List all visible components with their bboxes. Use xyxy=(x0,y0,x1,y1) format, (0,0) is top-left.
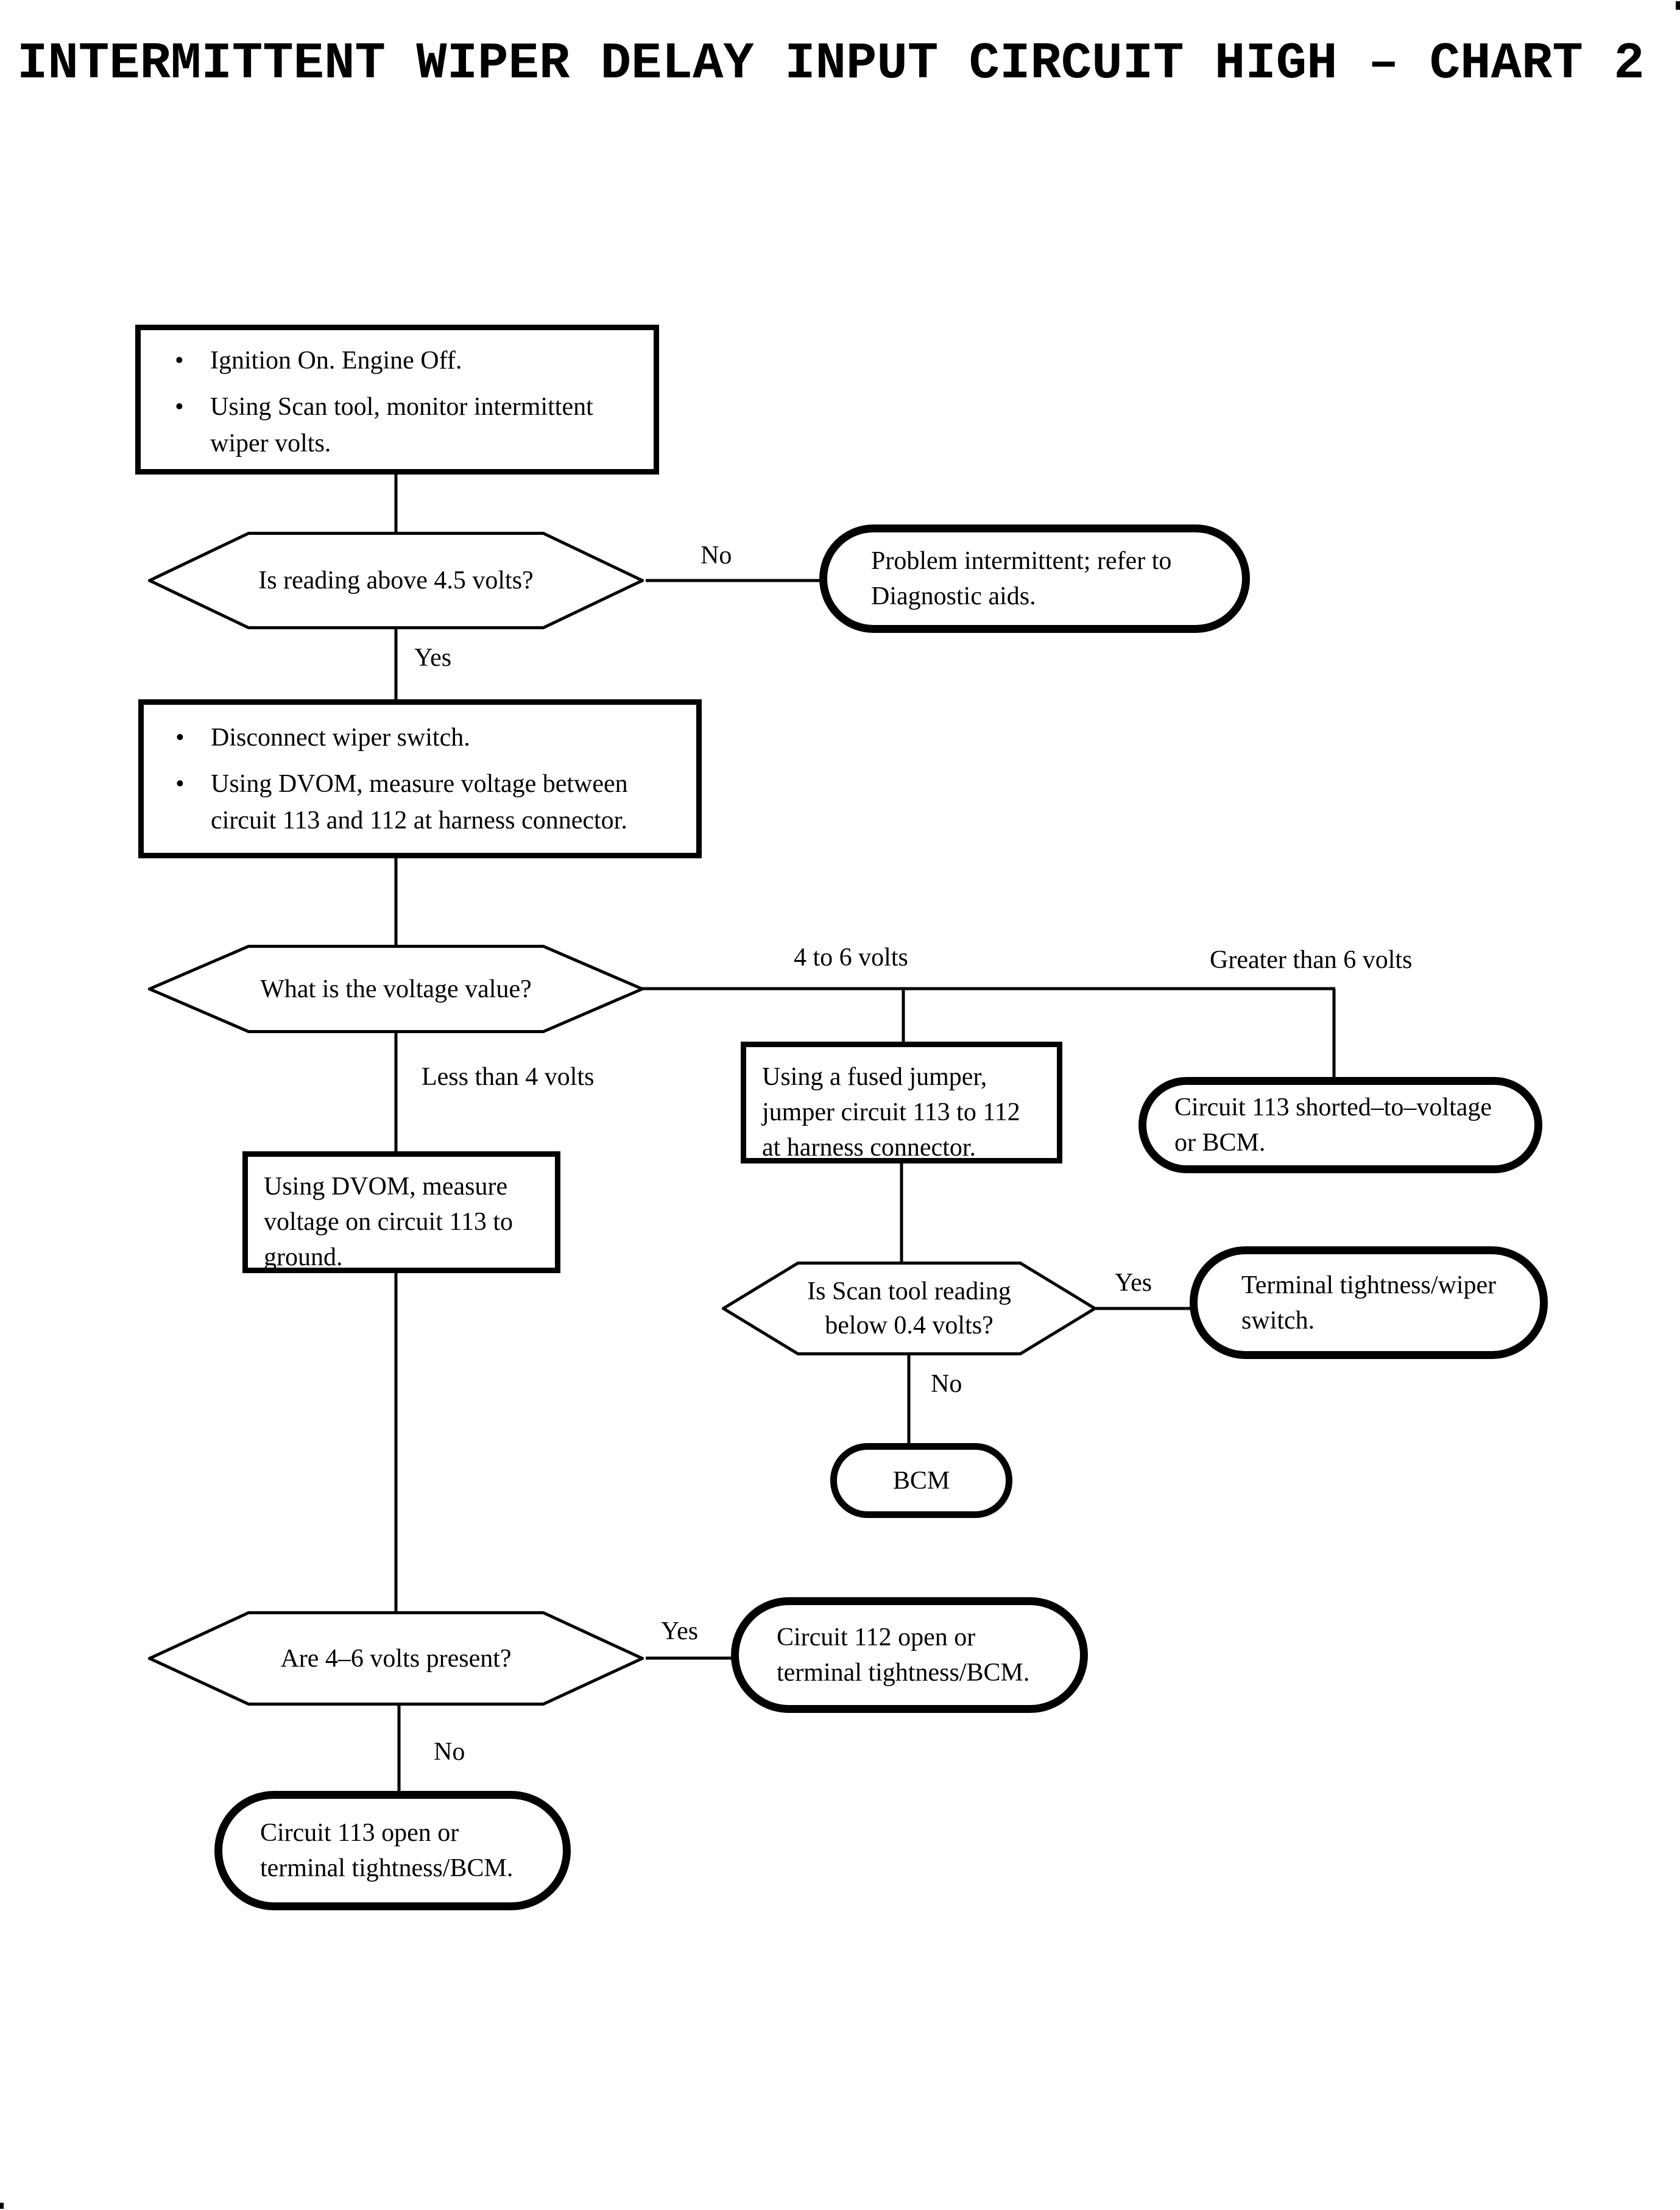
bullet-icon: • xyxy=(175,724,185,752)
edge-label-yes: Yes xyxy=(414,644,452,672)
terminator-text: switch. xyxy=(1241,1306,1315,1335)
edge-label-yes: Yes xyxy=(661,1617,699,1645)
process-text: Using DVOM, measure voltage between xyxy=(211,770,628,798)
terminator-text: or BCM. xyxy=(1174,1129,1266,1157)
decision-4-6-volts-present: Are 4–6 volts present? xyxy=(148,1611,644,1706)
process-text: Using Scan tool, monitor intermittent xyxy=(210,393,593,421)
bullet-item: • Disconnect wiper switch. xyxy=(169,719,688,756)
process-text: Using a fused jumper, xyxy=(762,1063,987,1091)
terminator-text: Problem intermittent; refer to xyxy=(871,547,1172,575)
bullet-item: • Using DVOM, measure voltage between ci… xyxy=(169,766,688,839)
decision-hexagon-shape xyxy=(148,532,644,629)
scan-artifact xyxy=(0,2203,4,2209)
terminator-text: Circuit 112 open or xyxy=(777,1623,976,1651)
decision-text: Is Scan tool reading xyxy=(807,1277,1011,1305)
terminator-circuit-113-open: Circuit 113 open or terminal tightness/B… xyxy=(214,1791,571,1910)
decision-scan-below-0-4-volts: Is Scan tool reading below 0.4 volts? xyxy=(722,1262,1096,1355)
terminator-terminal-tightness-wiper: Terminal tightness/wiper switch. xyxy=(1190,1246,1548,1359)
terminator-text: terminal tightness/BCM. xyxy=(260,1854,514,1882)
process-dvom-ground-box: Using DVOM, measure voltage on circuit 1… xyxy=(242,1151,560,1273)
decision-reading-above-4-5-volts: Is reading above 4.5 volts? xyxy=(148,532,644,629)
edge-label-no: No xyxy=(434,1738,465,1766)
edge-label-4-to-6-volts: 4 to 6 volts xyxy=(794,944,908,972)
page-title: INTERMITTENT WIPER DELAY INPUT CIRCUIT H… xyxy=(17,35,1645,93)
decision-hexagon-shape xyxy=(148,1611,644,1706)
process-text: wiper volts. xyxy=(210,429,331,457)
decision-text: Is reading above 4.5 volts? xyxy=(258,567,534,595)
decision-voltage-value: What is the voltage value? xyxy=(148,945,644,1033)
process-text: ground. xyxy=(264,1243,343,1271)
process-ignition-on-box: • Ignition On. Engine Off. • Using Scan … xyxy=(135,325,659,475)
terminator-text: terminal tightness/BCM. xyxy=(777,1659,1030,1687)
process-text: Ignition On. Engine Off. xyxy=(210,347,462,375)
bullet-item: • Using Scan tool, monitor intermittent … xyxy=(169,389,645,462)
edge-label-no: No xyxy=(701,542,732,570)
terminator-problem-intermittent: Problem intermittent; refer to Diagnosti… xyxy=(819,524,1250,633)
edge-label-less-than-4-volts: Less than 4 volts xyxy=(422,1063,595,1091)
edge-label-greater-than-6-volts: Greater than 6 volts xyxy=(1210,946,1413,974)
bullet-icon: • xyxy=(175,347,184,375)
process-fused-jumper-box: Using a fused jumper, jumper circuit 113… xyxy=(741,1042,1062,1163)
decision-text: What is the voltage value? xyxy=(260,975,532,1003)
terminator-bcm: BCM xyxy=(830,1443,1012,1518)
bullet-icon: • xyxy=(175,770,185,798)
decision-text: below 0.4 volts? xyxy=(825,1312,994,1340)
decision-hexagon-shape xyxy=(148,945,644,1033)
terminator-circuit-113-shorted: Circuit 113 shorted–to–voltage or BCM. xyxy=(1138,1077,1542,1173)
terminator-text: Terminal tightness/wiper xyxy=(1241,1271,1497,1299)
terminator-text: Diagnostic aids. xyxy=(871,582,1036,610)
scan-artifact xyxy=(1676,1,1680,10)
decision-text: Are 4–6 volts present? xyxy=(280,1644,512,1673)
bullet-icon: • xyxy=(175,393,184,421)
process-text: circuit 113 and 112 at harness connector… xyxy=(211,807,627,835)
edge-label-no: No xyxy=(931,1370,962,1398)
bullet-item: • Ignition On. Engine Off. xyxy=(169,342,645,379)
decision-hexagon-shape xyxy=(722,1262,1096,1355)
terminator-text: Circuit 113 shorted–to–voltage xyxy=(1174,1093,1492,1121)
process-text: jumper circuit 113 to 112 xyxy=(762,1098,1020,1126)
terminator-circuit-112-open: Circuit 112 open or terminal tightness/B… xyxy=(731,1597,1088,1713)
process-disconnect-wiper-switch-box: • Disconnect wiper switch. • Using DVOM,… xyxy=(138,699,702,858)
terminator-text: BCM xyxy=(892,1466,950,1495)
process-text: voltage on circuit 113 to xyxy=(264,1208,514,1236)
process-text: Using DVOM, measure xyxy=(264,1173,508,1201)
process-text: at harness connector. xyxy=(762,1134,976,1162)
terminator-text: Circuit 113 open or xyxy=(260,1819,459,1847)
process-text: Disconnect wiper switch. xyxy=(211,724,470,752)
edge-label-yes: Yes xyxy=(1115,1269,1152,1297)
